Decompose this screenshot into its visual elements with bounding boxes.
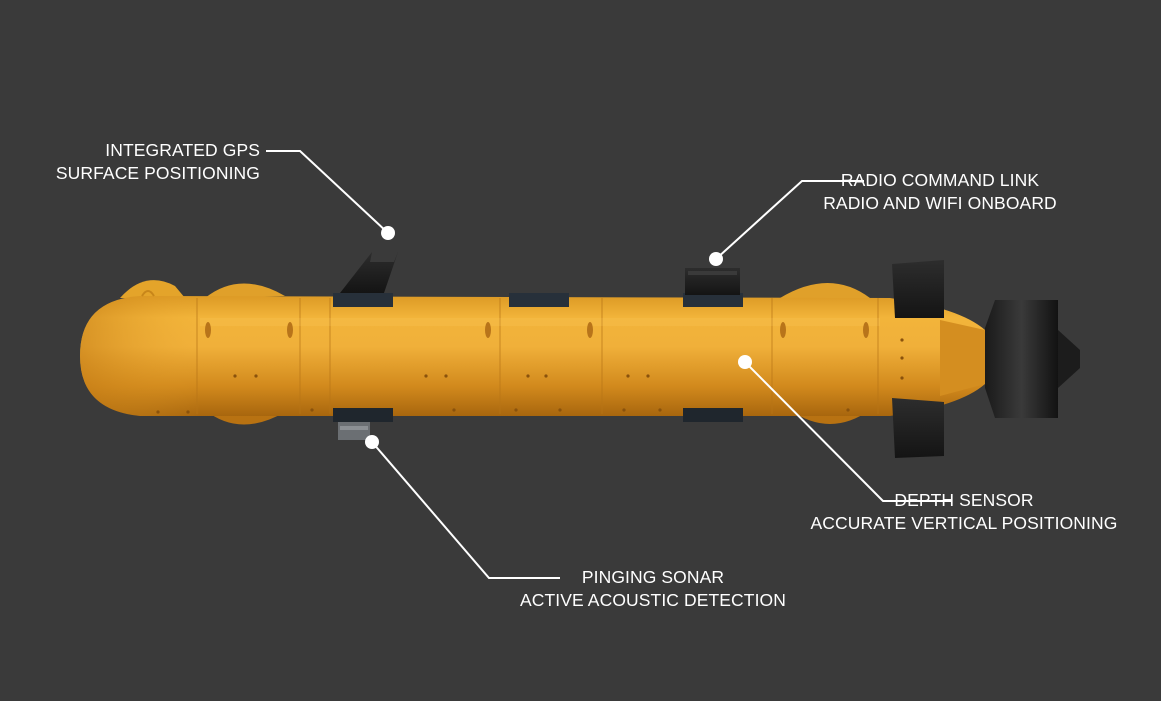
callout-title: PINGING SONAR xyxy=(581,567,725,587)
gps-fin-icon xyxy=(340,252,398,293)
callout-subtitle: ACCURATE VERTICAL POSITIONING xyxy=(810,513,1118,533)
radio-housing-icon xyxy=(685,268,740,295)
propeller-shroud-icon xyxy=(985,300,1080,418)
hull-body xyxy=(80,296,985,416)
tail-fins xyxy=(892,260,944,458)
callout-radio: RADIO COMMAND LINK RADIO AND WIFI ONBOAR… xyxy=(790,169,1090,215)
tail-cone xyxy=(940,320,985,396)
callout-depth: DEPTH SENSOR ACCURATE VERTICAL POSITIONI… xyxy=(800,489,1128,535)
radio-leader xyxy=(715,180,864,260)
callout-subtitle: ACTIVE ACOUSTIC DETECTION xyxy=(520,590,786,610)
callout-title: INTEGRATED GPS xyxy=(105,140,260,160)
callout-subtitle: SURFACE POSITIONING xyxy=(55,163,260,183)
sonar-leader xyxy=(371,441,560,579)
leader-lines xyxy=(266,150,952,579)
depth-leader xyxy=(744,361,952,502)
hull-vents xyxy=(205,322,869,338)
hull-rivets xyxy=(156,338,904,414)
leader-dots xyxy=(365,226,752,449)
callout-gps: INTEGRATED GPS SURFACE POSITIONING xyxy=(40,139,260,185)
bottom-mounts xyxy=(333,408,743,422)
sonar-transducer-icon xyxy=(338,422,370,440)
callout-title: DEPTH SENSOR xyxy=(894,490,1034,510)
callout-title: RADIO COMMAND LINK xyxy=(840,170,1040,190)
callout-sonar: PINGING SONAR ACTIVE ACOUSTIC DETECTION xyxy=(510,566,796,612)
hull-seams xyxy=(196,298,879,414)
callout-subtitle: RADIO AND WIFI ONBOARD xyxy=(823,193,1057,213)
top-mounts xyxy=(333,293,743,307)
gps-leader xyxy=(266,150,389,234)
